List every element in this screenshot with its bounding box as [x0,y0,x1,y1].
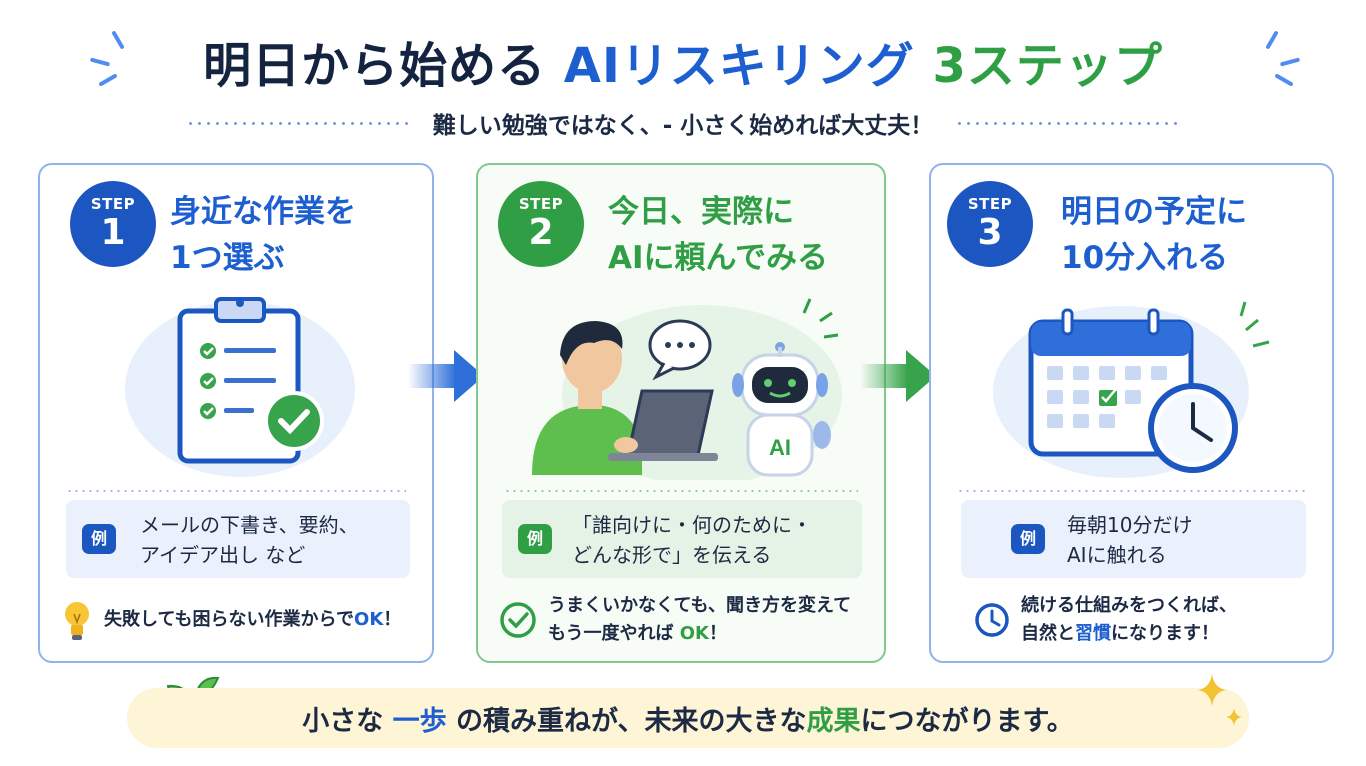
step-2-heading: 今日、実際に AIに頼んでみる [608,189,828,281]
tip-line: 続ける仕組みをつくれば、 [1021,595,1237,616]
sparkle-right-icon [1258,30,1308,90]
step-3-heading: 明日の予定に 10分入れる [1061,189,1247,281]
tip-text: 失敗しても困らない作業からでOK！ [104,606,401,634]
tip-line: 自然と習慣になります！ [1021,620,1237,648]
page-title: 明日から始める AIリスキリング 3ステップ [0,26,1366,96]
clipboard-checklist-icon [125,297,355,477]
step-label: STEP [518,195,564,213]
example-line: どんな形で」を伝える [572,543,772,567]
arrow-right-icon [408,350,484,402]
step-label: STEP [90,195,136,213]
example-line: アイデア出し など [140,543,306,567]
robot-label: AI [769,435,791,460]
tip-text: うまくいかなくても、聞き方を変えて もう一度やれば OK！ [548,592,851,648]
step-2-card: STEP 2 今日、実際に AIに頼んでみる AI 例 [476,163,886,663]
bottom-highlight-green: 成果 [806,705,861,737]
dotted-line-left [185,121,411,125]
tip-line2-post: になります！ [1111,623,1219,644]
lightbulb-icon [65,602,89,640]
subtitle: 難しい勉強ではなく、- 小さく始めれば大丈夫！ [432,113,934,139]
heading-line: 明日の予定に [1061,194,1247,230]
step-number: 3 [977,212,1003,253]
step-1-badge: STEP 1 [70,181,156,267]
bottom-mid: の積み重ねが、未来の大きな [456,705,807,737]
step-3-card: STEP 3 明日の予定に 10分入れる 例 毎朝10分だけ AIに触れる [929,163,1334,663]
example-text: 「誰向けに・何のために・ どんな形で」を伝える [572,510,812,570]
step-3-example: 例 毎朝10分だけ AIに触れる [961,500,1306,578]
step-1-card: STEP 1 身近な作業を 1つ選ぶ 例 メールの下書き、要約、 アイデア出し … [38,163,434,663]
example-line: メールの下書き、要約、 [140,513,359,537]
tip-highlight: 習慣 [1075,623,1111,644]
heading-line: 1つ選ぶ [170,240,285,276]
sparkle-left-icon [89,30,142,90]
bottom-message: 小さな 一歩 の積み重ねが、未来の大きな成果につながります。 [302,699,1074,738]
arrow-right-icon [860,350,936,402]
step-number: 1 [100,212,126,253]
step-3-tip: 続ける仕組みをつくれば、 自然と習慣になります！ [973,590,1237,650]
step-label: STEP [967,195,1013,213]
heading-line: 身近な作業を [170,194,356,230]
dotted-line-right [955,121,1181,125]
title-part1: 明日から始める [203,38,547,94]
step-2-example: 例 「誰向けに・何のために・ どんな形で」を伝える [502,500,862,578]
check-circle-icon [500,602,536,638]
example-badge: 例 [518,524,552,554]
title-part2: AIリスキリング [563,38,915,94]
person-with-robot-icon: AI [532,298,842,480]
example-line: 「誰向けに・何のために・ [572,513,812,537]
tip-text: 続ける仕組みをつくれば、 自然と習慣になります！ [1021,592,1237,648]
title-part3: 3ステップ [932,38,1163,94]
step-2-tip: うまくいかなくても、聞き方を変えて もう一度やれば OK！ [498,590,851,650]
step-1-heading: 身近な作業を 1つ選ぶ [170,189,356,281]
example-line: AIに触れる [1067,543,1167,567]
heading-line: 10分入れる [1061,240,1229,276]
example-text: 毎朝10分だけ AIに触れる [1041,510,1192,570]
tip-end: ！ [708,623,727,644]
tip-suffix: で [336,609,355,630]
step-1-tip: 失敗しても困らない作業からでOK！ [60,590,401,650]
tip-line: もう一度やれば OK！ [548,620,851,648]
tip-main: 失敗しても困らない作業から [104,609,337,630]
bottom-pre: 小さな [302,705,384,737]
example-text: メールの下書き、要約、 アイデア出し など [140,510,359,570]
tip-line2-pre: 自然と [1021,623,1075,644]
example-badge: 例 [1011,524,1045,554]
example-line: 毎朝10分だけ [1067,513,1193,537]
step-3-badge: STEP 3 [947,181,1033,267]
heading-line: AIに頼んでみる [608,240,828,276]
bottom-banner: 小さな 一歩 の積み重ねが、未来の大きな成果につながります。 [127,688,1249,748]
subtitle-row: 難しい勉強ではなく、- 小さく始めれば大丈夫！ [0,103,1366,143]
step-2-badge: STEP 2 [498,181,584,267]
tip-line2-pre: もう一度やれば [548,623,680,644]
tip-line: うまくいかなくても、聞き方を変えて [548,595,852,616]
heading-line: 今日、実際に [608,194,794,230]
divider [504,490,858,492]
bottom-highlight-blue: 一歩 [392,705,447,737]
step-1-example: 例 メールの下書き、要約、 アイデア出し など [66,500,410,578]
tip-end: ！ [383,609,402,630]
clock-icon [975,603,1009,637]
tip-ok: OK [679,623,709,644]
step-number: 2 [528,212,554,253]
sparkle-icon [1198,674,1242,726]
divider [957,490,1306,492]
tip-ok: OK [354,609,384,630]
example-badge: 例 [82,524,116,554]
divider [66,490,406,492]
calendar-clock-icon [993,301,1270,478]
bottom-post: につながります。 [860,705,1074,737]
